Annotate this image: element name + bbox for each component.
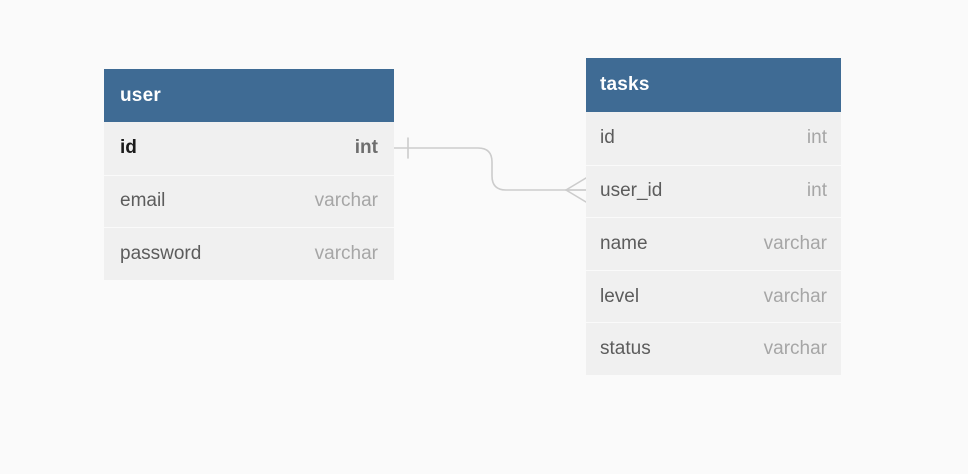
cardinality-many-crowsfoot-icon [565,177,587,203]
field-type: int [354,137,378,159]
field-name: status [600,338,651,360]
entity-fields-user: id int email varchar password varchar [104,122,394,280]
field-row-user-id[interactable]: id int [104,122,394,175]
entity-header-user[interactable]: user [104,69,394,122]
field-name: level [600,285,640,307]
field-row-tasks-user-id[interactable]: user_id int [586,164,841,218]
field-type: varchar [763,285,827,307]
field-row-tasks-name[interactable]: name varchar [586,217,841,270]
field-name: name [600,232,648,254]
entity-title: user [120,84,161,106]
field-type: varchar [314,190,378,212]
field-name: id [120,137,137,159]
relation-user-to-tasks[interactable] [393,137,587,203]
field-row-tasks-status[interactable]: status varchar [586,322,841,375]
field-type: varchar [763,232,827,254]
entity-header-tasks[interactable]: tasks [586,58,841,112]
entity-fields-tasks: id int user_id int name varchar level va… [586,112,841,375]
field-row-tasks-id[interactable]: id int [586,112,841,165]
entity-title: tasks [600,74,650,95]
field-row-tasks-level[interactable]: level varchar [586,269,841,323]
field-name: email [120,190,166,212]
field-row-user-email[interactable]: email varchar [104,174,394,228]
field-name: user_id [600,180,663,202]
field-row-user-password[interactable]: password varchar [104,227,394,280]
field-type: int [806,180,827,202]
field-type: varchar [314,242,378,264]
field-name: id [600,127,615,149]
entity-table-tasks[interactable]: tasks id int user_id int name varchar le… [586,58,841,375]
field-name: password [120,242,202,264]
field-type: int [806,127,827,149]
relation-line [393,147,587,191]
field-type: varchar [763,338,827,360]
entity-table-user[interactable]: user id int email varchar password varch… [104,69,394,280]
